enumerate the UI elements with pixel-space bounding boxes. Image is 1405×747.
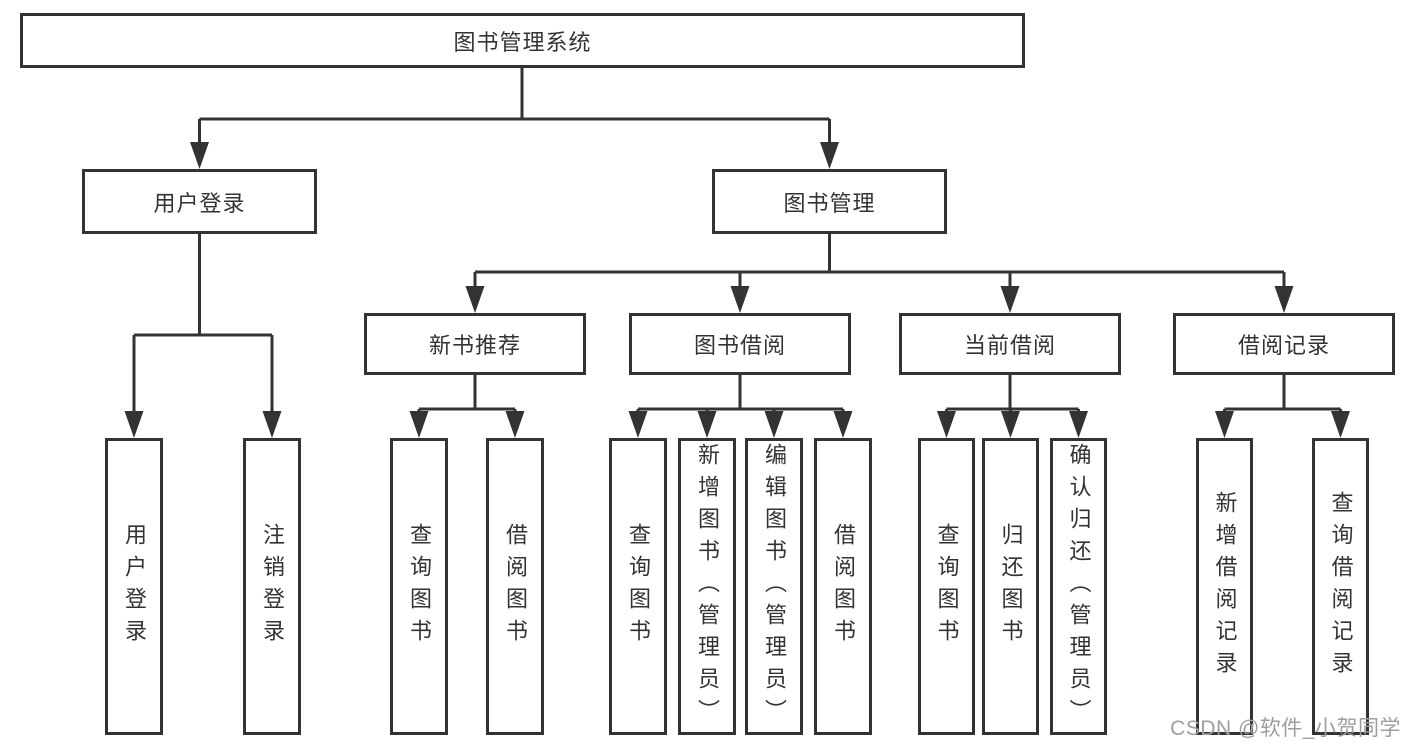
leaf-user-login: 用户登录 [105,438,163,735]
connector-borrow-records [1223,375,1342,414]
leaf-query-books-current: 查询图书 [918,438,975,735]
node-library-management-system: 图书管理系统 [20,13,1025,68]
leaf-borrow-books-recommend: 借阅图书 [486,438,544,735]
node-new-book-recommend: 新书推荐 [364,313,586,375]
node-label: 借阅图书 [831,522,856,651]
arrowhead [262,411,282,438]
leaf-query-books-recommend: 查询图书 [390,438,448,735]
node-label: 确认归还（管理员） [1066,442,1092,731]
arrowhead [820,142,839,169]
node-borrow-records: 借阅记录 [1173,313,1395,375]
node-label: 图书借阅 [693,333,786,358]
node-user-login-branch: 用户登录 [82,169,317,234]
arrowhead [1331,411,1350,438]
connector-book-management [473,234,1286,290]
arrowhead [409,411,429,438]
leaf-add-borrow-record: 新增借阅记录 [1196,438,1253,735]
arrowhead [764,411,784,438]
node-current-borrow: 当前借阅 [899,313,1121,375]
node-label: 注销登录 [260,522,285,651]
arrowhead [505,411,525,438]
leaf-confirm-return-admin: 确认归还（管理员） [1050,438,1107,735]
arrowhead [465,286,485,313]
node-label: 新书推荐 [428,333,521,358]
leaf-query-borrow-record: 查询借阅记录 [1312,438,1369,735]
node-label: 查询图书 [934,522,960,651]
connector-user-login [132,234,274,414]
arrowhead [628,411,648,438]
leaf-return-book: 归还图书 [982,438,1039,735]
connector-current-borrow [945,375,1080,414]
leaf-edit-book-admin: 编辑图书（管理员） [745,438,803,735]
leaf-add-book-admin: 新增图书（管理员） [678,438,736,735]
arrowhead [833,411,853,438]
node-book-borrow: 图书借阅 [629,313,851,375]
arrowhead [697,411,717,438]
node-label: 查询借阅记录 [1328,490,1354,683]
node-label: 借阅记录 [1237,333,1330,358]
node-label: 查询图书 [626,522,651,651]
node-label: 归还图书 [998,522,1024,651]
arrowhead [124,411,144,438]
node-label: 新增图书（管理员） [695,442,720,731]
node-label: 编辑图书（管理员） [762,442,787,731]
node-label: 新增借阅记录 [1212,490,1238,683]
csdn-watermark: CSDN @软件_小贺同学 [1170,717,1401,740]
node-label: 图书管理 [783,190,876,216]
connector-root [198,68,831,146]
node-label: 查询图书 [407,522,432,651]
node-label: 用户登录 [153,190,246,216]
arrowhead [1274,286,1294,313]
arrowhead [1001,411,1020,438]
arrowhead [1000,286,1020,313]
leaf-query-books-borrow: 查询图书 [609,438,667,735]
node-label: 图书管理系统 [453,29,592,55]
connector-book-borrow [636,375,845,414]
connector-new-book-recommend [417,375,517,414]
node-label: 借阅图书 [503,522,528,651]
arrowhead [1215,411,1234,438]
arrowhead [1069,411,1088,438]
node-label: 当前借阅 [963,333,1056,358]
node-book-management-branch: 图书管理 [712,169,947,234]
leaf-borrow-books: 借阅图书 [814,438,872,735]
arrowhead [937,411,956,438]
arrowhead [730,286,750,313]
leaf-logout-login: 注销登录 [243,438,301,735]
node-label: 用户登录 [122,522,147,651]
arrowhead [190,142,209,169]
